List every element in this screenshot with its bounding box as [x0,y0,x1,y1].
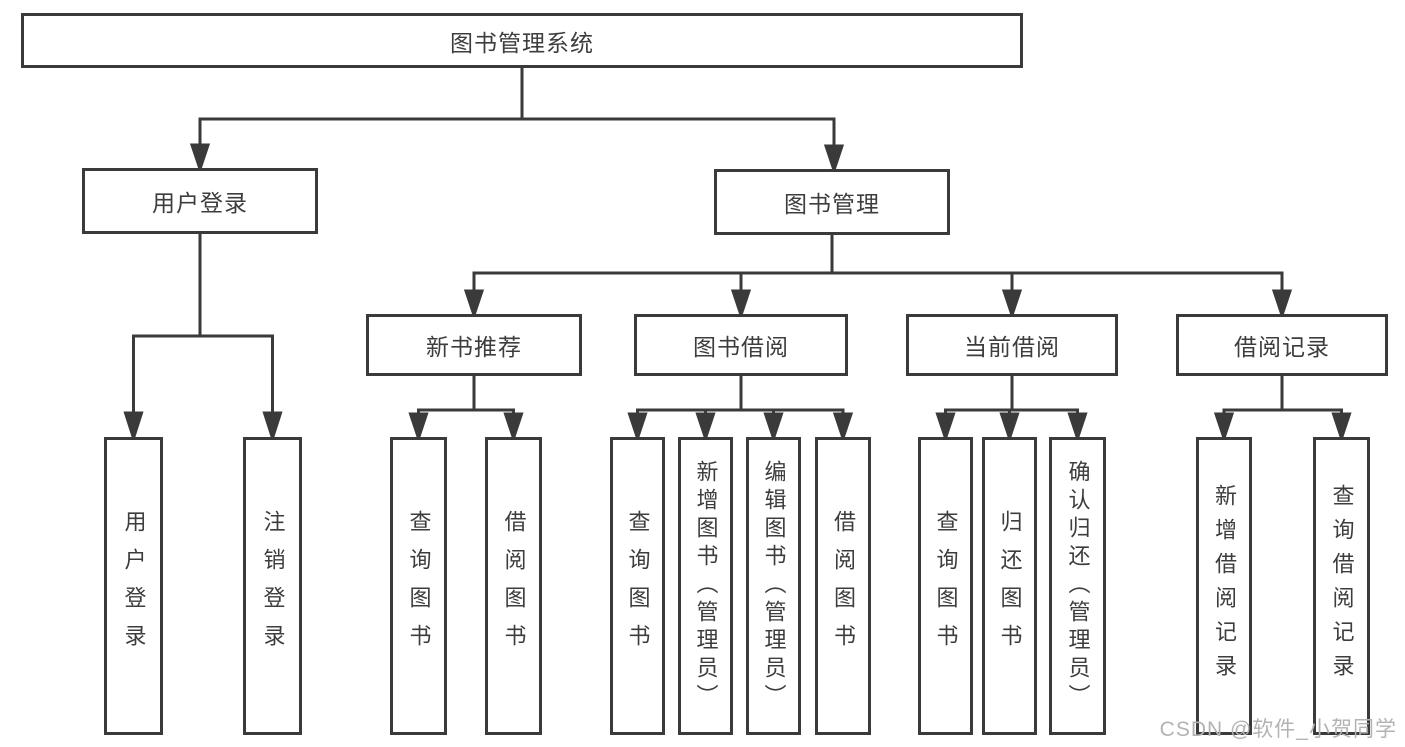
leaf-logout: 注销登录 [243,437,302,735]
node-user-login: 用户登录 [82,168,318,234]
node-borrowing-records-label: 借阅记录 [1234,334,1330,360]
node-book-management-label: 图书管理 [784,191,880,217]
node-system-root-label: 图书管理系统 [450,29,594,56]
leaf-add-books-admin-label: 新增图书（管理员） [693,460,719,712]
node-user-login-label: 用户登录 [152,190,248,216]
leaf-query-books-borrowing: 查询图书 [610,437,665,735]
leaf-query-books-current: 查询图书 [918,437,973,735]
node-borrowing-records: 借阅记录 [1176,314,1388,376]
node-new-book-recommend: 新书推荐 [366,314,582,376]
leaf-query-borrow-record: 查询借阅记录 [1313,437,1370,735]
leaf-edit-books-admin-label: 编辑图书（管理员） [761,460,787,712]
leaf-logout-label: 注销登录 [260,510,286,662]
leaf-borrow-books: 借阅图书 [815,437,871,735]
leaf-return-books-label: 归还图书 [997,510,1023,662]
node-system-root: 图书管理系统 [21,13,1023,68]
csdn-watermark: CSDN @软件_小贺同学 [1159,718,1397,741]
node-book-borrowing-label: 图书借阅 [693,334,789,360]
node-current-borrowing: 当前借阅 [906,314,1118,376]
leaf-query-books-recommend: 查询图书 [390,437,447,735]
leaf-user-login-label: 用户登录 [121,510,147,662]
leaf-borrow-books-recommend-label: 借阅图书 [501,510,527,662]
node-new-book-recommend-label: 新书推荐 [426,334,522,360]
node-book-management: 图书管理 [714,169,950,235]
leaf-user-login: 用户登录 [104,437,163,735]
leaf-return-books: 归还图书 [982,437,1037,735]
leaf-query-books-recommend-label: 查询图书 [406,510,432,662]
leaf-query-books-borrowing-label: 查询图书 [625,510,651,662]
leaf-query-books-current-label: 查询图书 [933,510,959,662]
leaf-borrow-books-label: 借阅图书 [831,510,856,662]
leaf-edit-books-admin: 编辑图书（管理员） [746,437,801,735]
leaf-add-books-admin: 新增图书（管理员） [678,437,733,735]
leaf-borrow-books-recommend: 借阅图书 [485,437,542,735]
leaf-confirm-return-admin-label: 确认归还（管理员） [1065,460,1091,712]
leaf-query-borrow-record-label: 查询借阅记录 [1329,484,1355,688]
leaf-add-borrow-record-label: 新增借阅记录 [1212,484,1237,688]
leaf-confirm-return-admin: 确认归还（管理员） [1049,437,1106,735]
node-book-borrowing: 图书借阅 [634,314,848,376]
leaf-add-borrow-record: 新增借阅记录 [1196,437,1252,735]
node-current-borrowing-label: 当前借阅 [964,334,1060,360]
